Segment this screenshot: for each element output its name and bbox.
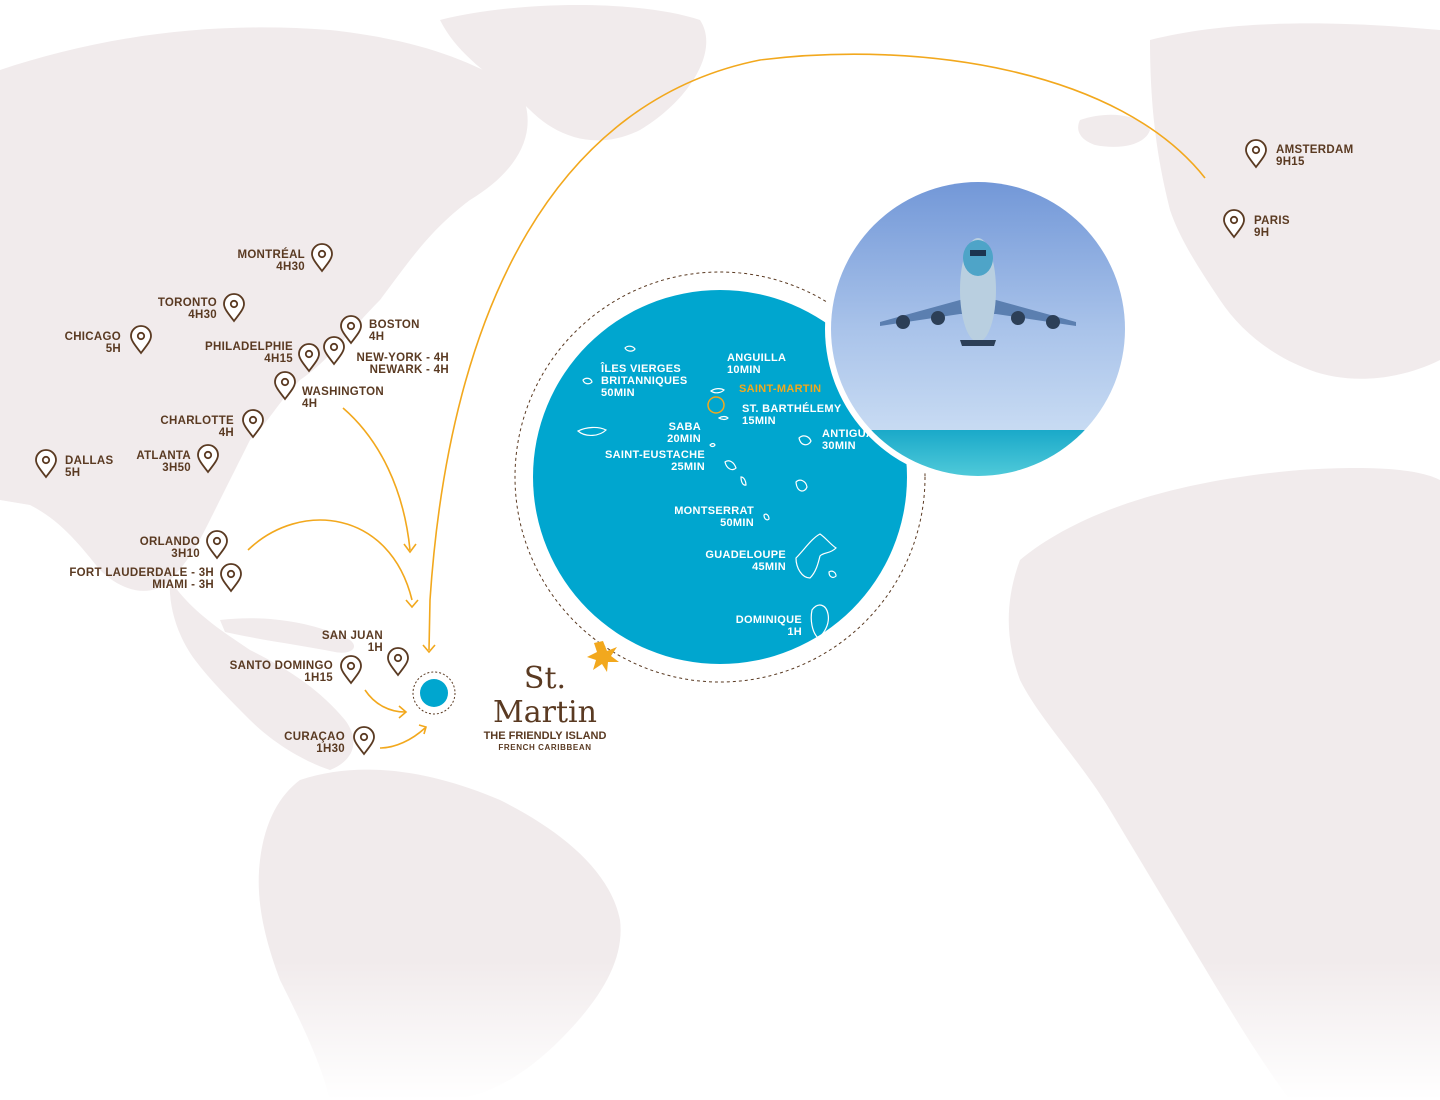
location-pin-icon bbox=[353, 726, 375, 756]
island-stbarth bbox=[717, 415, 729, 421]
location-pin-icon bbox=[340, 655, 362, 685]
island-label-saint-martin: SAINT-MARTIN bbox=[739, 383, 822, 395]
location-pin-icon bbox=[130, 325, 152, 355]
brand-name: St. Martin bbox=[493, 661, 597, 730]
location-pin-icon bbox=[35, 449, 57, 479]
airplane-shape bbox=[880, 238, 1076, 346]
brand-tagline: THE FRIENDLY ISLAND bbox=[483, 730, 607, 742]
location-pin-icon bbox=[197, 444, 219, 474]
route-curacao bbox=[379, 727, 426, 749]
africa bbox=[1008, 468, 1440, 1100]
europe bbox=[1150, 23, 1440, 379]
north-america bbox=[0, 27, 528, 591]
location-pin-icon bbox=[387, 647, 409, 677]
destination-outline bbox=[412, 671, 456, 715]
island-saba bbox=[709, 442, 716, 448]
routes bbox=[247, 53, 1206, 749]
islands-circle-outline bbox=[514, 271, 926, 683]
islands-circle bbox=[533, 290, 907, 664]
route-santodomingo bbox=[364, 689, 406, 713]
destination-dot bbox=[420, 679, 448, 707]
location-pin-icon bbox=[206, 530, 228, 560]
island-shapes bbox=[576, 345, 837, 639]
island-bvi-3 bbox=[576, 426, 608, 436]
island-stkitts bbox=[740, 476, 747, 486]
route-orlando bbox=[247, 519, 413, 601]
route-washington bbox=[342, 407, 411, 551]
island-bvi-2 bbox=[582, 377, 593, 385]
island-montserrat2 bbox=[763, 513, 770, 521]
central-america bbox=[169, 580, 354, 770]
location-pin-icon bbox=[220, 563, 242, 593]
bottom-fade bbox=[0, 960, 1440, 1100]
location-pin-icon bbox=[323, 336, 345, 366]
iceland bbox=[1078, 114, 1150, 147]
location-pin-icon bbox=[242, 409, 264, 439]
island-mariegalante bbox=[828, 570, 837, 578]
island-anguilla bbox=[709, 388, 725, 394]
island-antigua bbox=[798, 435, 812, 446]
saint-martin-marker bbox=[707, 396, 725, 414]
brand-subtitle: FRENCH CARIBBEAN bbox=[498, 743, 592, 752]
island-montserrat bbox=[795, 479, 808, 492]
location-pin-icon bbox=[223, 293, 245, 323]
cuba bbox=[220, 618, 355, 653]
island-dominique bbox=[810, 604, 829, 639]
location-pin-icon bbox=[274, 371, 296, 401]
location-pin-icon bbox=[298, 343, 320, 373]
brand-logo: St. Martin THE FRIENDLY ISLAND FRENCH CA… bbox=[470, 662, 620, 753]
island-statia bbox=[724, 460, 737, 471]
greenland bbox=[440, 5, 707, 141]
location-pin-icon bbox=[1245, 139, 1267, 169]
location-pin-icon bbox=[340, 315, 362, 345]
island-guadeloupe bbox=[795, 533, 837, 579]
pins bbox=[35, 139, 1267, 756]
sun-logo bbox=[587, 641, 619, 672]
route-europe bbox=[428, 53, 1206, 651]
route-arrows bbox=[398, 543, 436, 735]
location-pin-icon bbox=[1223, 209, 1245, 239]
island-bvi-1 bbox=[624, 345, 636, 352]
location-pin-icon bbox=[311, 243, 333, 273]
